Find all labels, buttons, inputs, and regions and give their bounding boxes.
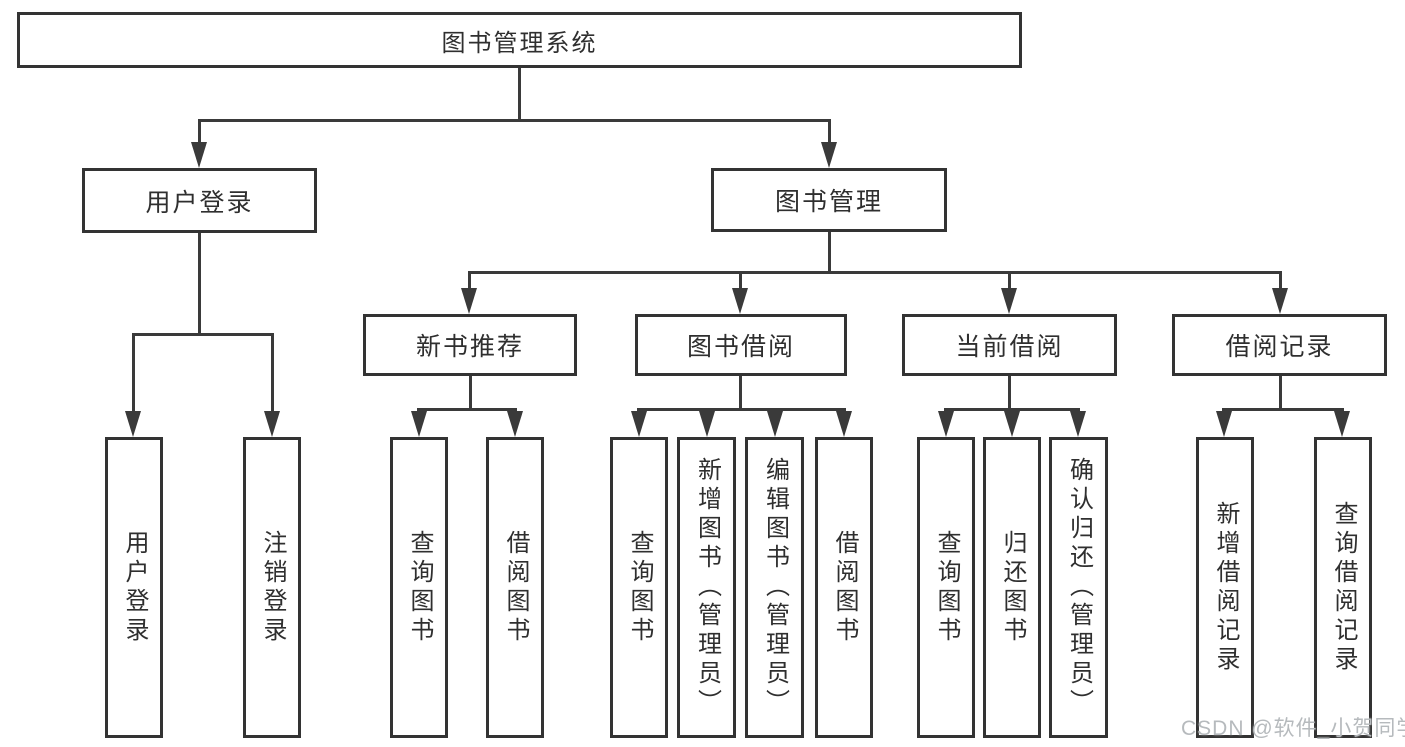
arrow-down-icon [1004,411,1020,437]
leaf-label: 新增借阅记录 [1212,500,1239,675]
connector-stem [1279,271,1282,291]
connector-root-hline [198,119,831,122]
arrow-down-icon [1070,411,1086,437]
leaf-add-borrow-record: 新增借阅记录 [1196,437,1254,738]
connector-current-stub [1008,376,1011,411]
node-user-login: 用户登录 [82,168,317,233]
arrow-down-icon [767,411,783,437]
connector-borrowing-stub [739,376,742,411]
leaf-label: 确认归还（管理员） [1065,457,1093,718]
leaf-label: 借阅图书 [831,529,858,646]
node-borrowing-records: 借阅记录 [1172,314,1387,376]
leaf-label: 查询图书 [406,529,433,646]
arrow-down-icon [264,411,280,437]
node-current-borrowing: 当前借阅 [902,314,1117,376]
arrow-down-icon [125,411,141,437]
csdn-watermark: CSDN @软件_小贺同学 [1181,717,1405,740]
arrow-down-icon [732,288,748,314]
arrow-down-icon [938,411,954,437]
connector-stem [198,119,201,147]
connector-root-stub [518,68,521,121]
leaf-return-books: 归还图书 [983,437,1041,738]
connector-newbook-hline [417,408,517,411]
connector-bookmgmt-hline [468,271,1282,274]
leaf-query-books-2: 查询图书 [610,437,668,738]
leaf-add-books-admin: 新增图书（管理员） [677,437,736,738]
leaf-label: 查询图书 [933,529,960,646]
leaf-label: 归还图书 [999,529,1026,646]
connector-userlogin-stub [198,233,201,336]
leaf-label: 查询借阅记录 [1330,500,1357,675]
leaf-label: 新增图书（管理员） [693,457,721,718]
arrow-down-icon [461,288,477,314]
leaf-label: 用户登录 [121,529,148,646]
connector-borrowing-hline [637,408,846,411]
leaf-label: 注销登录 [259,529,286,646]
connector-bookmgmt-stub [828,232,831,274]
connector-records-stub [1279,376,1282,411]
connector-userlogin-hline [132,333,274,336]
leaf-label: 编辑图书（管理员） [761,457,789,718]
arrow-down-icon [631,411,647,437]
arrow-down-icon [1334,411,1350,437]
leaf-edit-books-admin: 编辑图书（管理员） [745,437,804,738]
node-book-borrowing: 图书借阅 [635,314,847,376]
arrow-down-icon [1272,288,1288,314]
connector-stem [132,333,135,413]
node-book-management: 图书管理 [711,168,947,232]
connector-stem [828,119,831,147]
arrow-down-icon [836,411,852,437]
connector-stem [1008,271,1011,291]
arrow-down-icon [699,411,715,437]
leaf-logout: 注销登录 [243,437,301,738]
leaf-label: 查询图书 [626,529,653,646]
leaf-confirm-return-admin: 确认归还（管理员） [1049,437,1108,738]
connector-stem [468,271,471,291]
connector-current-hline [944,408,1080,411]
leaf-query-books-3: 查询图书 [917,437,975,738]
node-new-book-recommend: 新书推荐 [363,314,577,376]
arrow-down-icon [507,411,523,437]
connector-stem [739,271,742,291]
leaf-borrow-books-1: 借阅图书 [486,437,544,738]
arrow-down-icon [1216,411,1232,437]
arrow-down-icon [821,142,837,168]
node-library-management-system: 图书管理系统 [17,12,1022,68]
leaf-borrow-books-2: 借阅图书 [815,437,873,738]
arrow-down-icon [411,411,427,437]
leaf-query-borrow-record: 查询借阅记录 [1314,437,1372,738]
leaf-query-books-1: 查询图书 [390,437,448,738]
leaf-user-login: 用户登录 [105,437,163,738]
arrow-down-icon [191,142,207,168]
connector-newbook-stub [469,376,472,411]
arrow-down-icon [1001,288,1017,314]
connector-records-hline [1222,408,1344,411]
connector-stem [271,333,274,413]
leaf-label: 借阅图书 [502,529,529,646]
